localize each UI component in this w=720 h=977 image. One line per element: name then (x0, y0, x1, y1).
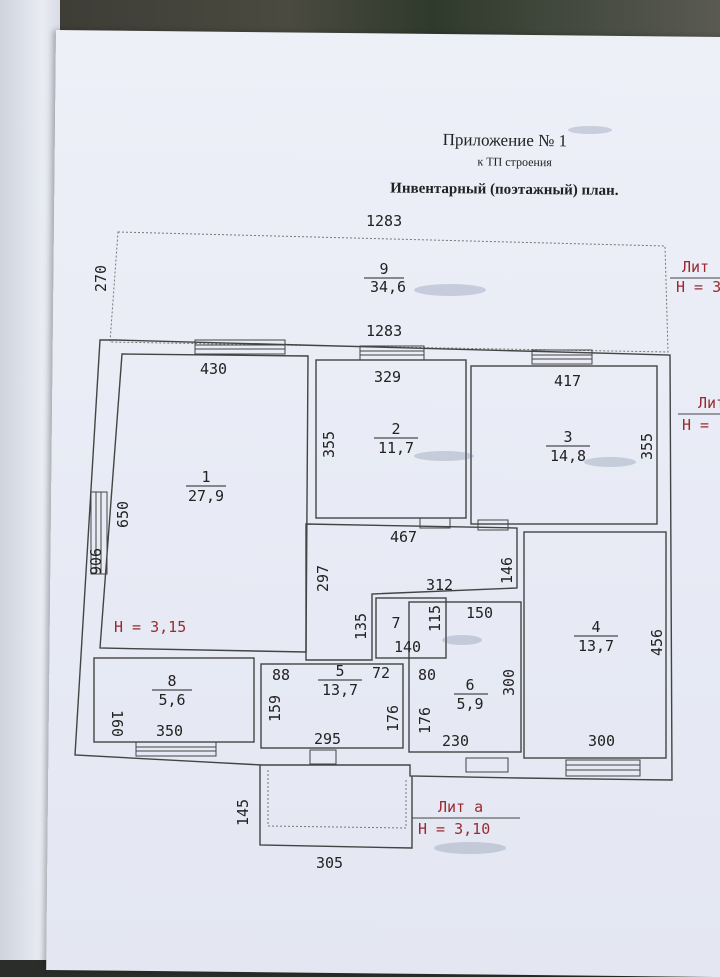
room-8-label: 8 5,6 (152, 672, 192, 709)
dim-top-width: 1283 (366, 212, 402, 230)
svg-text:1: 1 (201, 468, 210, 486)
room-7-label: 7 (391, 614, 400, 632)
svg-text:2: 2 (391, 420, 400, 438)
svg-text:9: 9 (379, 260, 388, 278)
lit-a-label: Лит а (438, 798, 483, 816)
redaction-smudge (414, 284, 486, 296)
corridor-outline (305, 523, 518, 661)
dim-r3-width: 417 (554, 372, 581, 390)
svg-text:4: 4 (591, 618, 600, 636)
dim-r3-height: 355 (638, 433, 656, 460)
svg-text:27,9: 27,9 (188, 487, 224, 505)
outer-wall (74, 339, 673, 781)
porch-outline (259, 765, 413, 849)
dim-r2-width: 329 (374, 368, 401, 386)
dim-r5-top2: 72 (372, 664, 390, 682)
dim-r4-height: 456 (648, 629, 666, 656)
dim-r6-top-width: 150 (466, 604, 493, 622)
dim-r5-left: 159 (266, 695, 284, 722)
porch-inner (267, 770, 407, 829)
svg-text:3: 3 (563, 428, 572, 446)
svg-text:7: 7 (391, 614, 400, 632)
room-6-label: 6 5,9 (454, 676, 488, 713)
dim-r7-height: 135 (352, 613, 370, 640)
dim-r4-width: 300 (588, 732, 615, 750)
room-7-outline (375, 597, 447, 659)
svg-text:5,9: 5,9 (456, 695, 483, 713)
dim-porch-depth: 145 (234, 799, 252, 826)
dim-r5-side: 297 (314, 565, 332, 592)
dim-porch-width: 305 (316, 854, 343, 872)
dim-terrace-depth: 270 (92, 265, 110, 292)
dim-r7-width: 140 (394, 638, 421, 656)
room-2-label: 2 11,7 (374, 420, 418, 457)
room-3-outline (470, 365, 658, 525)
redaction-smudge (442, 635, 482, 645)
redaction-smudge (414, 451, 474, 461)
dim-left-height: 906 (86, 548, 104, 575)
redaction-smudge (434, 842, 506, 854)
redaction-smudge (568, 126, 612, 134)
dim-r5-right: 176 (384, 705, 402, 732)
windows (90, 339, 641, 777)
dim-r6-top: 80 (418, 666, 436, 684)
dim-r2-height: 355 (320, 431, 338, 458)
svg-text:34,6: 34,6 (370, 278, 406, 296)
svg-text:13,7: 13,7 (322, 681, 358, 699)
room-9-label: 9 34,6 (364, 260, 406, 296)
svg-text:5,6: 5,6 (158, 691, 185, 709)
dim-r3-gap: 146 (498, 557, 516, 584)
room-6-outline (408, 601, 522, 753)
lit-a-height: H = 3,10 (418, 820, 490, 838)
dim-r8-height: 160 (108, 710, 126, 737)
svg-text:6: 6 (465, 676, 474, 694)
room-4-label: 4 13,7 (574, 618, 618, 655)
dim-r1-height: 650 (114, 501, 132, 528)
dim-r6-left: 176 (416, 707, 434, 734)
edge-h-mid: H = (682, 416, 709, 434)
svg-text:13,7: 13,7 (578, 637, 614, 655)
dim-r5-top: 88 (272, 666, 290, 684)
svg-text:14,8: 14,8 (550, 447, 586, 465)
redaction-smudge (584, 457, 636, 467)
dim-r1-width: 430 (200, 360, 227, 378)
edge-lit-mid: Лит (698, 394, 720, 412)
dim-corridor-width: 467 (390, 528, 417, 546)
dim-r8-width: 350 (156, 722, 183, 740)
room-1-label: 1 27,9 (186, 468, 226, 505)
dim-r6-right: 300 (500, 669, 518, 696)
dim-inner-width: 1283 (366, 322, 402, 340)
svg-text:8: 8 (167, 672, 176, 690)
room-5-outline (260, 663, 404, 749)
dim-r7-inner: 115 (426, 605, 444, 632)
svg-text:5: 5 (335, 662, 344, 680)
main-height-label: H = 3,15 (114, 618, 186, 636)
svg-text:11,7: 11,7 (378, 439, 414, 457)
terrace-outline (109, 231, 669, 353)
room-3-label: 3 14,8 (546, 428, 590, 465)
dim-r6-width: 230 (442, 732, 469, 750)
edge-lit-top: Лит (682, 258, 709, 276)
room-5-label: 5 13,7 (318, 662, 362, 699)
dim-r5-width: 295 (314, 730, 341, 748)
dim-mid-width: 312 (426, 576, 453, 594)
edge-h-top: H = 3 (676, 278, 720, 296)
room-4-outline (523, 531, 667, 759)
